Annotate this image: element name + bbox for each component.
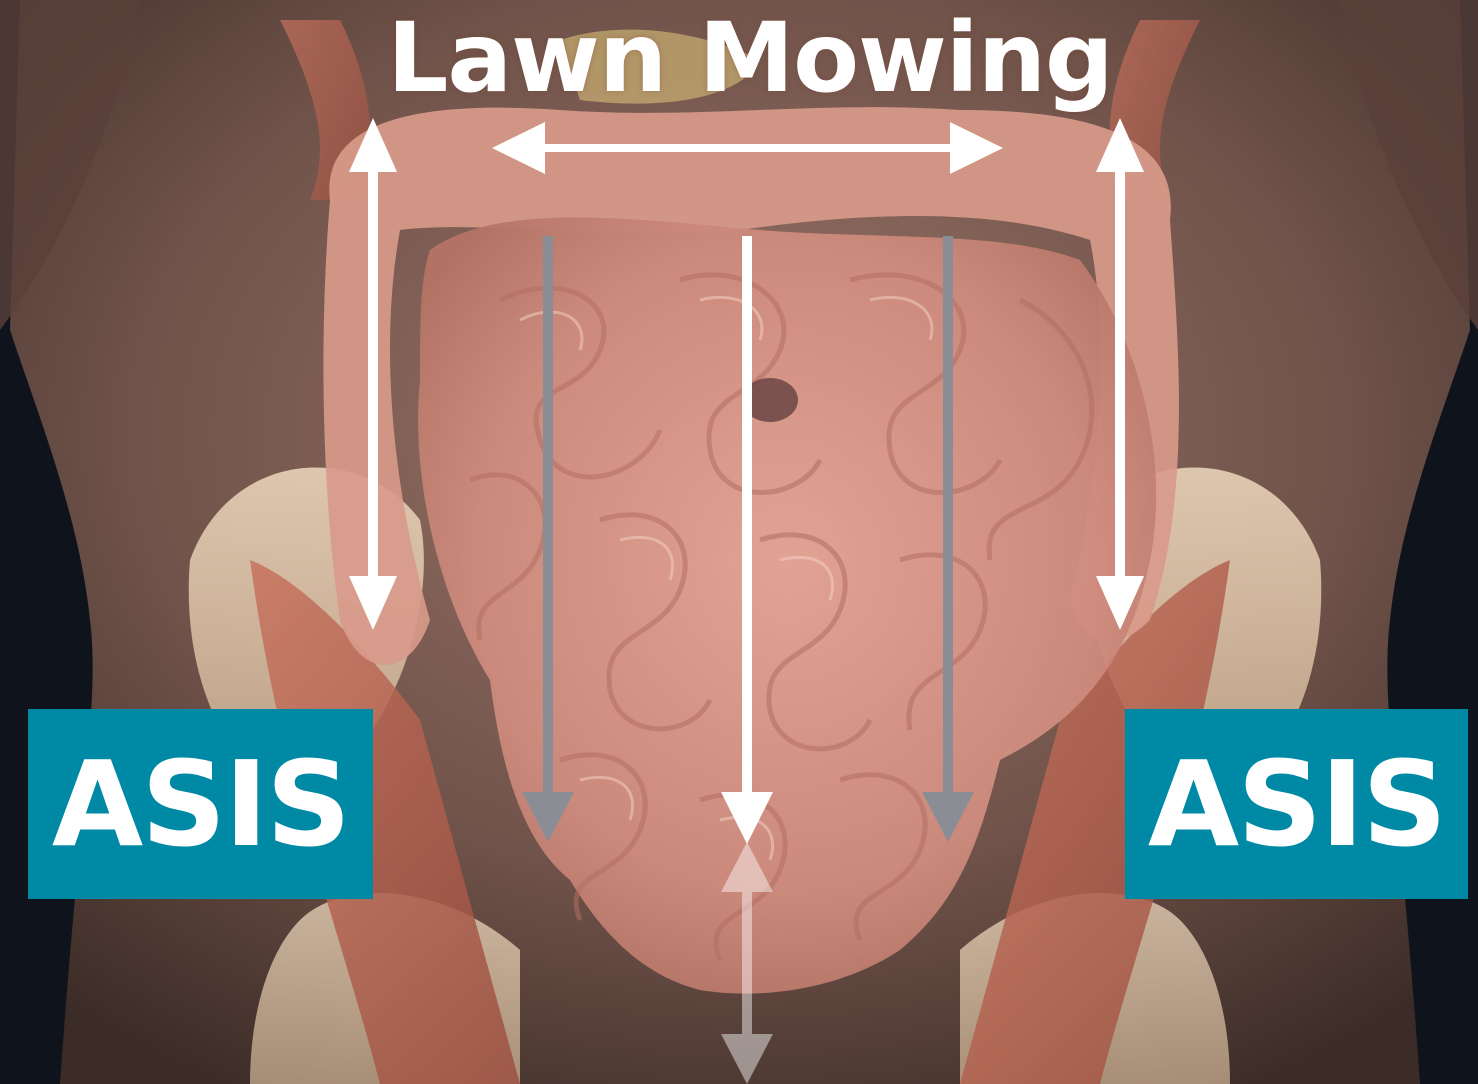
diagram-title: Lawn Mowing	[360, 0, 1140, 120]
asis-label-right: ASIS	[1125, 709, 1468, 899]
asis-label-left: ASIS	[28, 709, 373, 899]
